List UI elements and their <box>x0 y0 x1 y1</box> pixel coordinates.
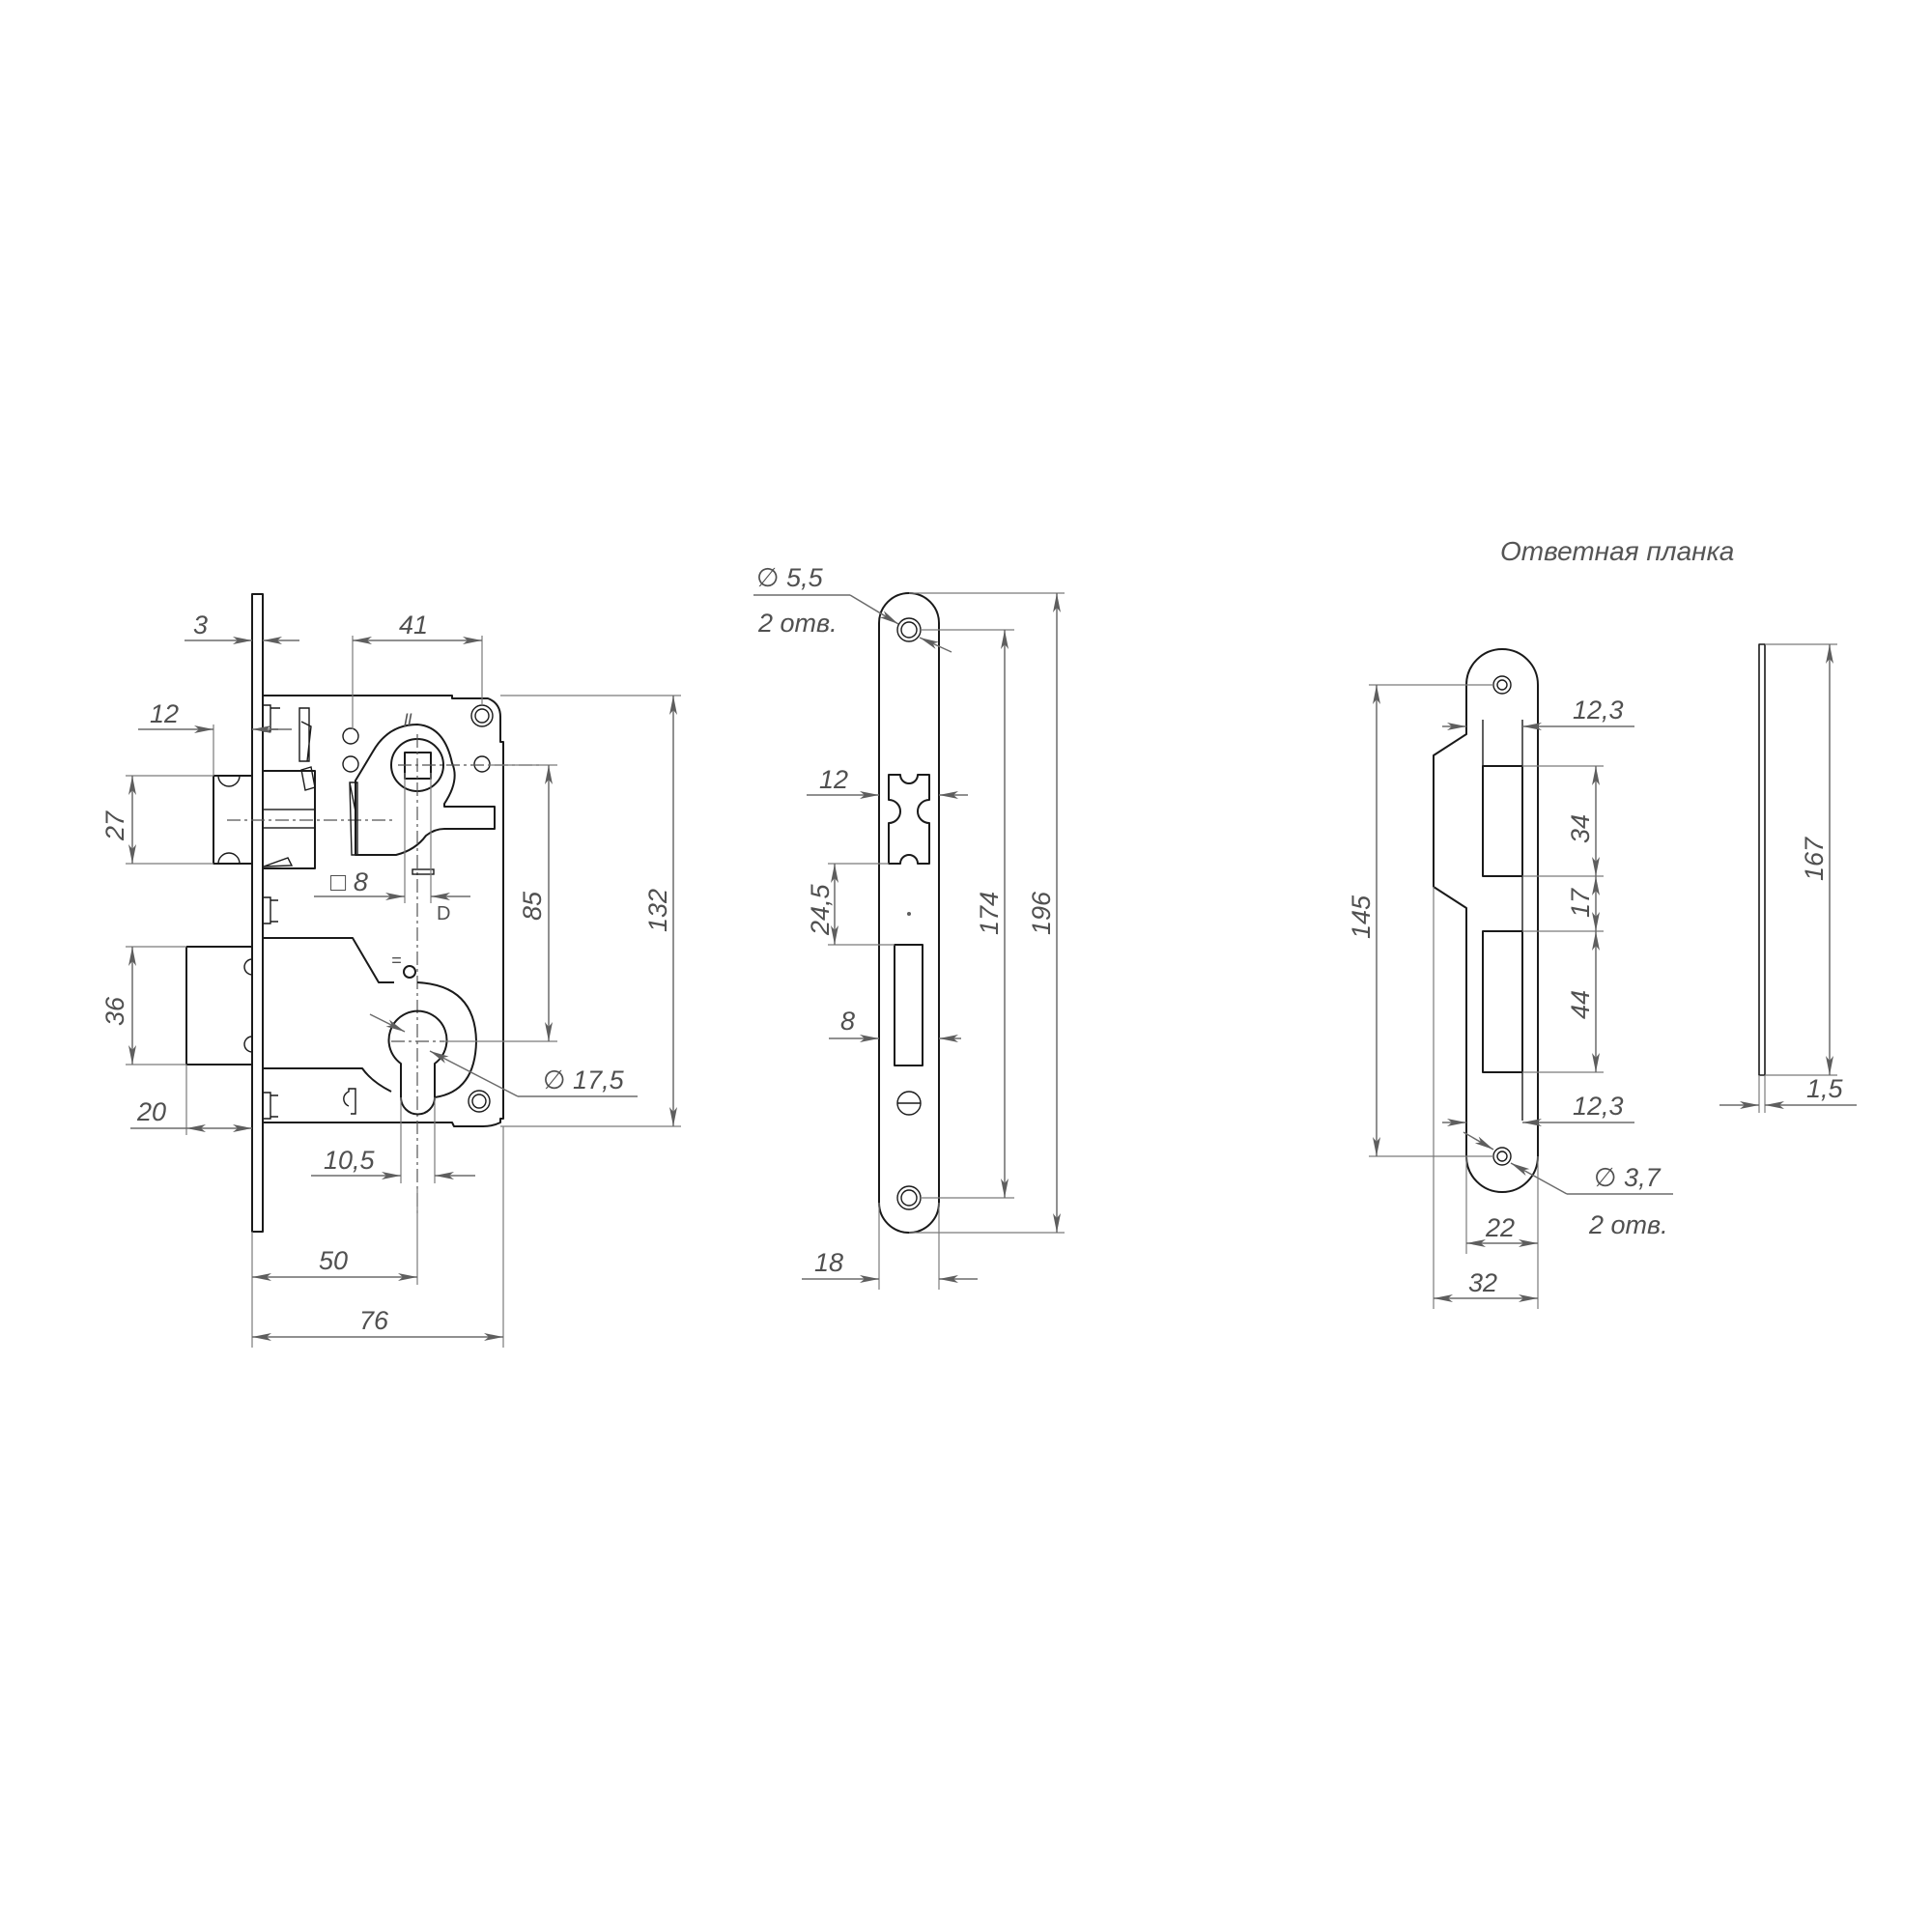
strike-bottom-hole-inner <box>1496 1151 1508 1162</box>
dim-bolt-height: 36 <box>100 996 129 1026</box>
hub-mark: ll <box>404 711 412 730</box>
strike-plate-title: Ответная планка <box>1500 536 1734 566</box>
dim-strike-hole-spacing: 145 <box>1347 895 1376 939</box>
pin-hole-1 <box>342 727 359 745</box>
latch-catch <box>412 868 435 875</box>
dim-strike-hole-diameter: ∅ 3,7 <box>1594 1163 1662 1192</box>
bolt-mark: = <box>391 951 402 970</box>
dim-side-thickness: 1,5 <box>1806 1074 1844 1103</box>
dim-line-175-b <box>429 1050 519 1097</box>
dim-bolt-projection: 20 <box>136 1097 166 1126</box>
dim-latch-bolt-gap: 24,5 <box>806 883 835 936</box>
faceplate-view: ∅ 5,5 2 отв. 12 24,5 8 174 196 18 <box>753 563 1065 1290</box>
faceplate-bottom-hole-inner <box>900 1189 918 1207</box>
dim-body-height: 132 <box>643 889 672 932</box>
follower-arm <box>349 781 358 856</box>
deadbolt <box>185 937 394 1093</box>
pin-hole-2 <box>342 755 359 773</box>
spindle-mark: D <box>437 903 450 924</box>
dim-backset-hub: 41 <box>399 611 428 639</box>
dim-faceplate-width: 18 <box>814 1248 843 1277</box>
strike-upper-slot <box>1482 765 1523 877</box>
dim-side-length: 167 <box>1800 837 1829 881</box>
dim-line-37-a <box>1463 1131 1494 1151</box>
dim-hole-spacing: 174 <box>975 892 1004 935</box>
dim-line-55-b <box>919 637 952 653</box>
strike-top-hole-inner <box>1496 679 1508 691</box>
strike-lower-slot <box>1482 930 1523 1073</box>
dim-line-55-a <box>849 594 899 625</box>
dim-lower-offset: 12,3 <box>1573 1092 1624 1121</box>
lock-case-outline <box>263 695 504 1127</box>
dim-body-depth: 76 <box>359 1306 389 1335</box>
dim-upper-slot-height: 34 <box>1566 814 1595 843</box>
guide-bottom <box>264 1092 278 1120</box>
dim-spindle-square: □ 8 <box>330 867 368 896</box>
dim-faceplate-thickness: 3 <box>193 611 208 639</box>
latch-lever <box>300 766 316 791</box>
dim-strike-plate-width: 22 <box>1485 1213 1515 1242</box>
cylinder-stop <box>343 1088 356 1115</box>
pin-hole-3 <box>473 755 491 773</box>
top-screw <box>470 704 494 727</box>
dim-cylinder-diameter: ∅ 17,5 <box>543 1065 625 1094</box>
strike-bottom-hole <box>1492 1147 1512 1166</box>
strike-plate-view: 12,3 34 17 44 12,3 ∅ 3,7 2 отв. 145 22 <box>1347 648 1673 1309</box>
latch-stop <box>263 857 294 867</box>
dim-bolt-opening-width: 8 <box>840 1007 855 1036</box>
latch-tail <box>262 809 316 829</box>
guide-middle <box>264 896 278 924</box>
dim-faceplate-hole-count: 2 отв. <box>757 609 838 638</box>
bottom-screw <box>468 1090 491 1113</box>
dim-upper-offset: 12,3 <box>1573 696 1624 724</box>
bolt-opening <box>894 944 923 1066</box>
dim-faceplate-length: 196 <box>1027 891 1056 935</box>
dim-faceplate-hole-diameter: ∅ 5,5 <box>756 563 824 592</box>
dim-cylinder-width: 10,5 <box>324 1146 376 1175</box>
strike-side-view: 167 1,5 <box>1719 643 1857 1113</box>
faceplate-top-hole-inner <box>900 621 918 639</box>
lock-faceplate <box>251 593 264 1233</box>
faceplate-dot <box>907 912 911 916</box>
latch-spring <box>298 707 312 762</box>
deadbolt-notches <box>243 958 253 1053</box>
bolt-pin <box>403 965 416 979</box>
dim-lower-slot-height: 44 <box>1566 990 1595 1019</box>
dim-latch-projection: 12 <box>150 699 179 728</box>
dim-line-175-a <box>369 1013 406 1033</box>
dim-backset: 50 <box>319 1246 348 1275</box>
bottom-screw-inner <box>471 1094 487 1109</box>
strike-top-hole <box>1492 675 1512 695</box>
lock-body-view: ll = 3 41 12 27 <box>100 593 681 1348</box>
cylinder-cutout <box>387 1009 448 1116</box>
dim-latch-opening-width: 12 <box>819 765 848 794</box>
dim-slot-gap: 17 <box>1566 888 1595 918</box>
dim-line-37-b <box>1510 1162 1568 1195</box>
dim-strike-total-width: 32 <box>1468 1268 1497 1297</box>
strike-side-strip <box>1758 643 1766 1076</box>
dim-latch-height: 27 <box>100 810 129 841</box>
latch-opening <box>888 774 930 865</box>
latch-notches <box>217 775 241 865</box>
follower-hub <box>355 724 496 856</box>
dim-center-distance: 85 <box>518 891 547 921</box>
top-screw-inner <box>474 708 490 724</box>
dim-strike-hole-count: 2 отв. <box>1588 1210 1668 1239</box>
guide-top <box>264 704 280 732</box>
